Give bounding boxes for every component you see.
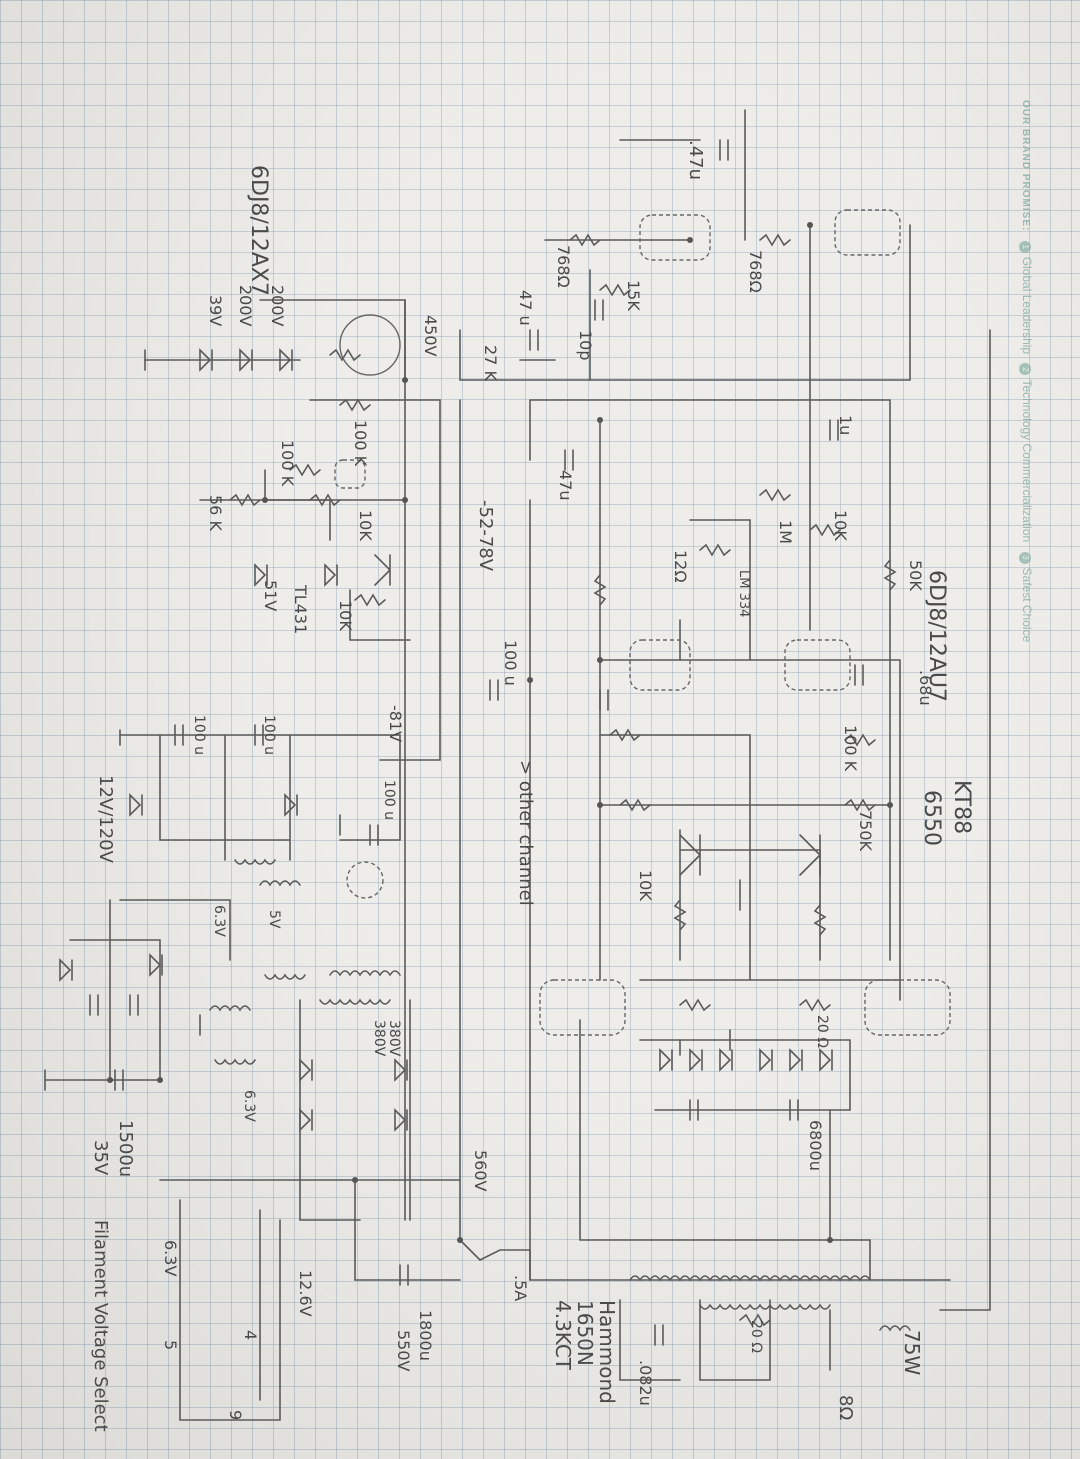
label-c100u-a: 100 u	[501, 640, 520, 686]
label-c68: .68u	[916, 670, 935, 706]
label-c10p: 10p	[576, 330, 595, 361]
label-r1m: 1M	[776, 520, 795, 544]
label-other-channel: > other channel	[515, 760, 536, 906]
label-r750k: 750K	[856, 810, 875, 852]
label-r20-a: 20 Ω	[814, 1015, 830, 1048]
label-z200v-a: 200V	[268, 285, 287, 327]
label-fil-12v6: 12.6V	[296, 1270, 315, 1317]
label-r100k-b: 100 K	[351, 420, 370, 467]
label-r10k-a: 10K	[831, 510, 850, 541]
label-bias-range: -52-78V	[475, 500, 496, 572]
transformer-coils	[209, 858, 911, 1332]
label-v560: 560V	[471, 1150, 490, 1192]
label-fuse: .5A	[511, 1275, 530, 1301]
label-fil-6v3-a: 6.3V	[211, 905, 227, 937]
label-r50k: 50K	[906, 560, 925, 591]
label-r10k-d: 10K	[336, 600, 355, 631]
label-z51v: 51V	[261, 580, 280, 611]
label-v380-a: 380V	[386, 1020, 402, 1057]
component-labels: 6DJ8/12AX7 6DJ8/12AU7 KT88 6550 .47u 768…	[90, 140, 974, 1432]
label-r768-a: 768Ω	[746, 250, 765, 293]
label-c1500: 1500u	[115, 1120, 136, 1177]
label-c47u-b: 47u	[556, 470, 575, 501]
label-driver-tube: 6DJ8/12AU7	[924, 570, 949, 702]
label-c47u-a: 47 u	[516, 290, 535, 326]
label-tap-5: 5	[161, 1340, 180, 1350]
label-r100k-a: 100 K	[841, 725, 860, 772]
label-r10k-b: 10K	[636, 870, 655, 901]
label-transformer-name: Hammond	[595, 1300, 619, 1404]
label-fil-6v3-c: 6.3V	[161, 1240, 180, 1276]
label-input-cap: .47u	[685, 140, 706, 180]
label-r768-b: 768Ω	[554, 245, 573, 288]
label-r12: 12Ω	[671, 550, 690, 583]
label-r27k: 27 K	[481, 345, 500, 381]
label-tl431: TL431	[291, 584, 310, 634]
label-c1u: 1u	[836, 415, 855, 435]
resistor-symbols	[229, 233, 897, 1327]
label-c6800: 6800u	[806, 1120, 825, 1171]
label-r56k: 56 K	[206, 495, 225, 531]
label-c100u-c: 100 u	[261, 715, 277, 755]
label-output-tube-6550: 6550	[919, 790, 944, 846]
label-c100u-b: 100 u	[381, 780, 397, 820]
label-v550: 550V	[394, 1330, 413, 1372]
label-transformer-ct: 4.3KCT	[551, 1300, 575, 1371]
label-lm334: LM 334	[736, 570, 751, 617]
label-transformer-model: 1650N	[573, 1300, 597, 1366]
label-fil-6v3-b: 6.3V	[241, 1090, 257, 1122]
transistor-symbols	[339, 314, 821, 876]
label-r10k-c: 10K	[356, 510, 375, 541]
capacitor-symbols	[89, 139, 864, 1346]
tube-symbols	[334, 209, 951, 1036]
grounds-and-junctions	[44, 222, 893, 1243]
label-tap-4: 4	[241, 1330, 260, 1340]
label-output-8ohm: 8Ω	[835, 1395, 856, 1420]
label-fil-12v: 12V/120V	[95, 775, 116, 864]
label-fil-select: Filament Voltage Select	[90, 1220, 111, 1432]
label-r20-b: 20 Ω	[748, 1320, 764, 1353]
label-fil-5v: 5V	[266, 910, 282, 929]
label-output-tube-kt88: KT88	[949, 780, 974, 834]
label-c100u-d: 100 u	[191, 715, 207, 755]
label-output-75w: 75W	[900, 1330, 924, 1375]
label-v35: 35V	[90, 1140, 111, 1176]
label-tap-9: 9	[226, 1410, 245, 1420]
label-z39v: 39V	[206, 295, 225, 326]
label-v380-b: 380V	[371, 1020, 387, 1057]
label-z200v-b: 200V	[236, 285, 255, 327]
label-r15k: 15K	[624, 280, 643, 311]
label-c082: .082u	[636, 1360, 655, 1406]
label-input-tube: 6DJ8/12AX7	[246, 165, 271, 296]
label-r100k-c: 100 K	[278, 440, 297, 487]
label-v450: 450V	[421, 315, 440, 357]
label-c1800: 1800u	[416, 1310, 435, 1361]
label-v81: -81V	[386, 705, 405, 742]
diode-symbols	[59, 348, 833, 1132]
main-wires	[44, 109, 991, 1421]
